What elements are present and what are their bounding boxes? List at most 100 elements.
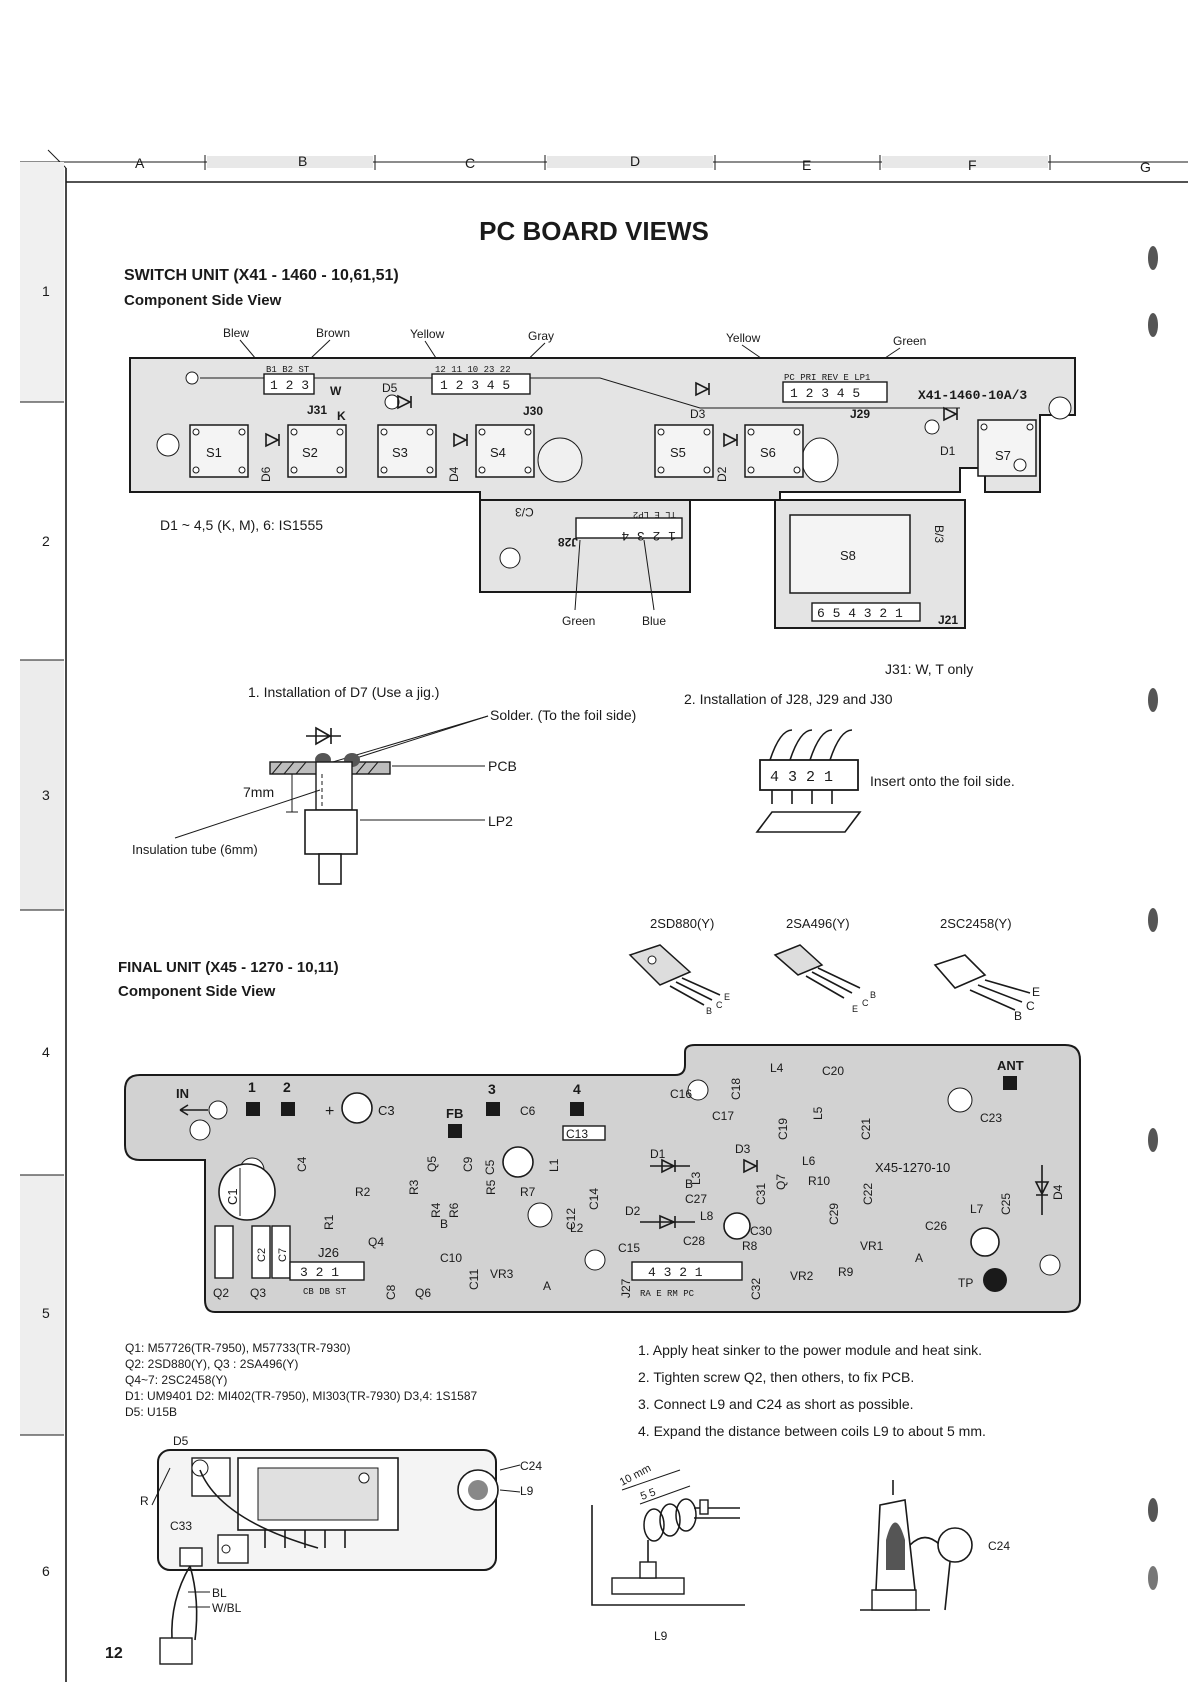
insulation-tube-label: Insulation tube (6mm) — [132, 842, 258, 857]
final-l7-coil — [970, 1227, 1000, 1257]
final-q4-label: Q4 — [368, 1235, 384, 1249]
coil-pitch-label: 5 5 — [639, 1486, 657, 1503]
switch-d4-label: D4 — [447, 466, 461, 482]
final-r10-label: R10 — [808, 1174, 830, 1188]
j30-header: 12 11 10 23 22 — [435, 365, 511, 375]
final-b-label: B — [440, 1217, 448, 1231]
transistor-2sd880-pin-c: C — [716, 1000, 723, 1010]
page-title: PC BOARD VIEWS — [479, 216, 709, 246]
j21-label: J21 — [938, 613, 958, 627]
final-parts-list-3: D1: UM9401 D2: MI402(TR-7950), MI303(TR-… — [125, 1389, 477, 1403]
switch-s5-label: S5 — [670, 445, 686, 460]
pcb-label: PCB — [488, 758, 517, 774]
final-c5-capacitor — [502, 1146, 534, 1178]
final-l3-label: L3 — [689, 1171, 703, 1185]
transistor-2sa496-pin-e: E — [852, 1004, 858, 1014]
wire-label-yellow: Yellow — [410, 327, 445, 341]
final-q2-q3-block — [214, 1225, 291, 1279]
final-q3-label: Q3 — [250, 1286, 266, 1300]
final-c4-label: C4 — [295, 1156, 309, 1172]
final-c20-label: C20 — [822, 1064, 844, 1078]
d7-install-drawing — [174, 715, 489, 885]
final-r9-label: R9 — [838, 1265, 854, 1279]
binder-marks — [1148, 246, 1158, 1590]
switch-d1-label: D1 — [940, 444, 956, 458]
final-ant-label: ANT — [997, 1058, 1024, 1073]
final-pad-3-label: 3 — [488, 1081, 496, 1097]
wire-label-gray: Gray — [528, 329, 554, 343]
final-r7-label: R7 — [520, 1185, 536, 1199]
wire-label-brown: Brown — [316, 326, 350, 340]
lp2-label: LP2 — [488, 813, 513, 829]
transistor-2sa496-pin-b: B — [870, 990, 876, 1000]
heatsink-bl-label: BL — [212, 1586, 227, 1600]
wire-label-green-2: Green — [562, 614, 595, 628]
final-q6-label: Q6 — [415, 1286, 431, 1300]
final-r3-label: R3 — [407, 1179, 421, 1195]
j21-connector — [811, 602, 921, 622]
heatsink-c24-label: C24 — [520, 1459, 542, 1473]
wire-label-yellow-2: Yellow — [726, 331, 761, 345]
install-d7-title: 1. Installation of D7 (Use a jig.) — [248, 684, 439, 700]
transistor-2sd880-pin-b: B — [706, 1006, 712, 1016]
final-pad-1-label: 1 — [248, 1079, 256, 1095]
final-vr3-label: VR3 — [490, 1267, 514, 1281]
final-c5-label: C5 — [483, 1159, 497, 1175]
switch-s1 — [189, 424, 249, 478]
page-number: 12 — [105, 1645, 123, 1662]
final-c2-label: C2 — [256, 1248, 268, 1262]
final-l5-label: L5 — [811, 1106, 825, 1120]
final-d3-label: D3 — [735, 1142, 751, 1156]
j28-connector — [575, 517, 683, 539]
j29-pins: 1 2 3 4 5 — [790, 386, 860, 401]
switch-d5-label: D5 — [382, 381, 398, 395]
final-fb-label: FB — [446, 1106, 463, 1121]
switch-d3-label: D3 — [690, 407, 706, 421]
transistor-2sc2458-pin-b: B — [1014, 1009, 1022, 1023]
solder-label: Solder. (To the foil side) — [490, 707, 636, 723]
heatsink-c33-label: C33 — [170, 1519, 192, 1533]
final-c30-trimmer — [723, 1212, 751, 1240]
final-c32-label: C32 — [749, 1278, 763, 1300]
final-c3-polarity: + — [325, 1103, 334, 1120]
j28-install-drawing — [755, 729, 862, 833]
j28-install-pins: 4 3 2 1 — [770, 769, 833, 786]
subboard-c3-mark: C/3 — [515, 505, 534, 519]
final-a-label-left: A — [543, 1279, 551, 1293]
switch-s7 — [977, 419, 1037, 477]
final-c19-label: C19 — [776, 1118, 790, 1140]
switch-board-trace — [200, 377, 960, 409]
final-pad-2-label: 2 — [283, 1079, 291, 1095]
wire-label-green: Green — [893, 334, 926, 348]
switch-s3-label: S3 — [392, 445, 408, 460]
heatsink-drawing — [151, 1449, 521, 1665]
grid-row-5: 5 — [42, 1305, 50, 1321]
j28-subboard — [479, 499, 691, 593]
final-unit-subtitle: Component Side View — [118, 983, 276, 1000]
j31-label: J31 — [307, 403, 327, 417]
transistor-2sa496-drawing — [773, 944, 861, 999]
diode-note: D1 ~ 4,5 (K, M), 6: IS1555 — [160, 517, 323, 533]
final-c12-label: C12 — [564, 1208, 578, 1230]
j29-header: PC PRI REV E LP1 — [784, 373, 870, 383]
final-in-arrow — [179, 1104, 208, 1116]
final-d2-symbol — [640, 1214, 695, 1230]
jumper-w-mark: W — [330, 384, 342, 398]
final-c11-label: C11 — [467, 1269, 481, 1290]
final-d2-label: D2 — [625, 1204, 641, 1218]
j31-note: J31: W, T only — [885, 661, 973, 677]
coil-spacing-label: 10 mm — [618, 1462, 653, 1488]
heatsink-wbl-label: W/BL — [212, 1601, 242, 1615]
grid-frame — [20, 149, 1188, 1682]
final-r1-label: R1 — [322, 1214, 336, 1230]
j31-connector — [263, 373, 315, 395]
grid-col-e: E — [802, 157, 811, 173]
switch-s1-label: S1 — [206, 445, 222, 460]
final-r2-label: R2 — [355, 1185, 371, 1199]
final-d4-label: D4 — [1051, 1184, 1065, 1200]
grid-col-b: B — [298, 153, 307, 169]
grid-col-g: G — [1140, 159, 1151, 175]
coil-l9-drawing — [591, 1469, 745, 1606]
switch-s6 — [744, 424, 804, 478]
final-l2-label: L2 — [570, 1221, 584, 1235]
